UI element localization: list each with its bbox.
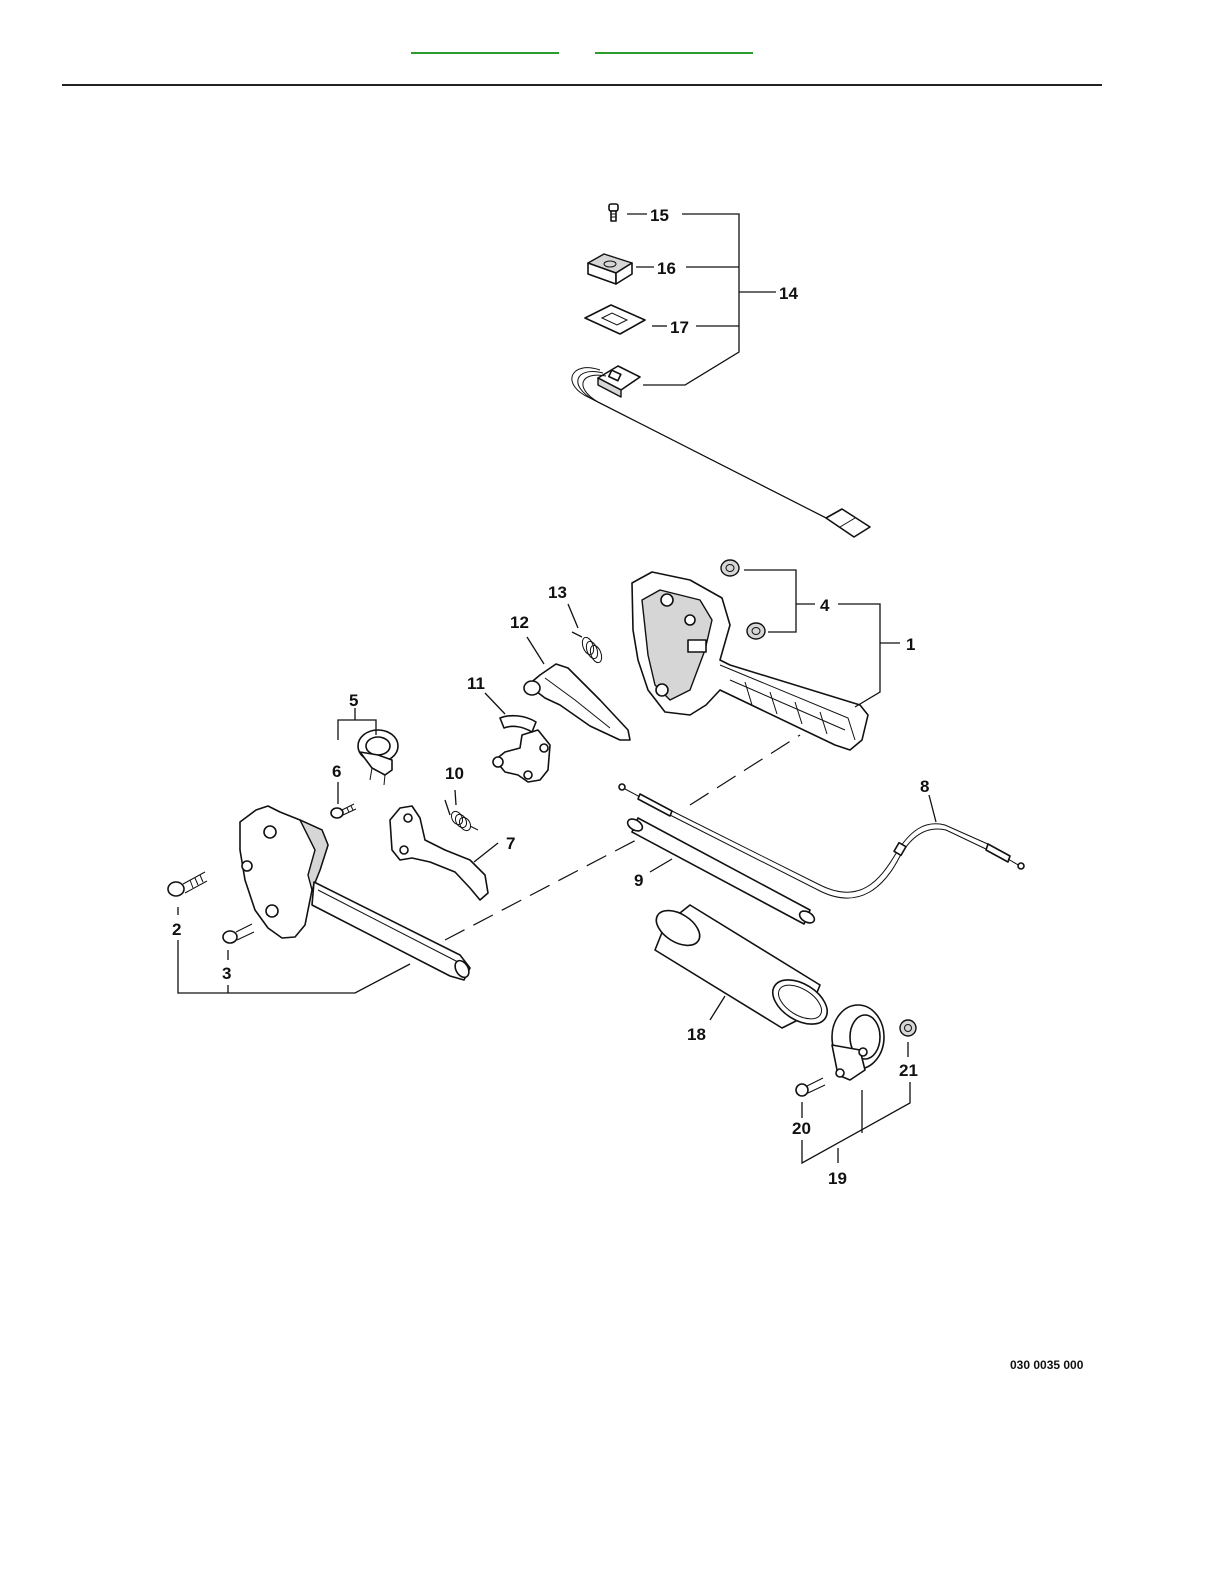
part-20-bolt xyxy=(796,1078,825,1096)
part-1-handle-housing xyxy=(632,572,868,750)
part-17-plate xyxy=(585,305,645,334)
callout-10: 10 xyxy=(445,764,464,783)
callout-19: 19 xyxy=(828,1169,847,1188)
part-3-bolt xyxy=(223,924,254,943)
part-14-stop-switch xyxy=(572,366,870,537)
part-6-screw xyxy=(331,804,356,818)
callout-14: 14 xyxy=(779,284,798,303)
callout-15: 15 xyxy=(650,206,669,225)
part-5-clamp xyxy=(358,730,398,785)
callout-6: 6 xyxy=(332,762,341,781)
alignment-line-right xyxy=(690,735,800,805)
part-9-rod xyxy=(626,817,817,926)
callout-16: 16 xyxy=(657,259,676,278)
callout-11: 11 xyxy=(467,674,485,693)
callout-4: 4 xyxy=(820,596,830,615)
part-13-spring xyxy=(580,636,604,664)
part-2-bolt xyxy=(168,872,207,896)
part-11-throttle-link xyxy=(493,716,550,782)
callout-7: 7 xyxy=(506,834,515,853)
callout-3: 3 xyxy=(222,964,231,983)
part-19-clamp xyxy=(832,1005,884,1080)
diagram-reference-number: 030 0035 000 xyxy=(1010,1358,1084,1372)
part-7-throttle-trigger xyxy=(390,806,488,900)
callout-1: 1 xyxy=(906,635,915,654)
callout-8: 8 xyxy=(920,777,929,796)
part-15-screw xyxy=(609,204,618,221)
part-lower-handle xyxy=(240,806,472,980)
callout-5: 5 xyxy=(349,691,358,710)
callout-12: 12 xyxy=(510,613,529,632)
part-12-lock-lever xyxy=(524,664,630,740)
part-21-nut xyxy=(900,1020,916,1036)
callout-13: 13 xyxy=(548,583,567,602)
callout-20: 20 xyxy=(792,1119,811,1138)
part-10-spring xyxy=(449,809,478,832)
callout-18: 18 xyxy=(687,1025,706,1044)
callout-9: 9 xyxy=(634,871,643,890)
callout-21: 21 xyxy=(899,1061,918,1080)
part-16-knob xyxy=(588,254,632,284)
callout-2: 2 xyxy=(172,920,181,939)
callout-17: 17 xyxy=(670,318,689,337)
